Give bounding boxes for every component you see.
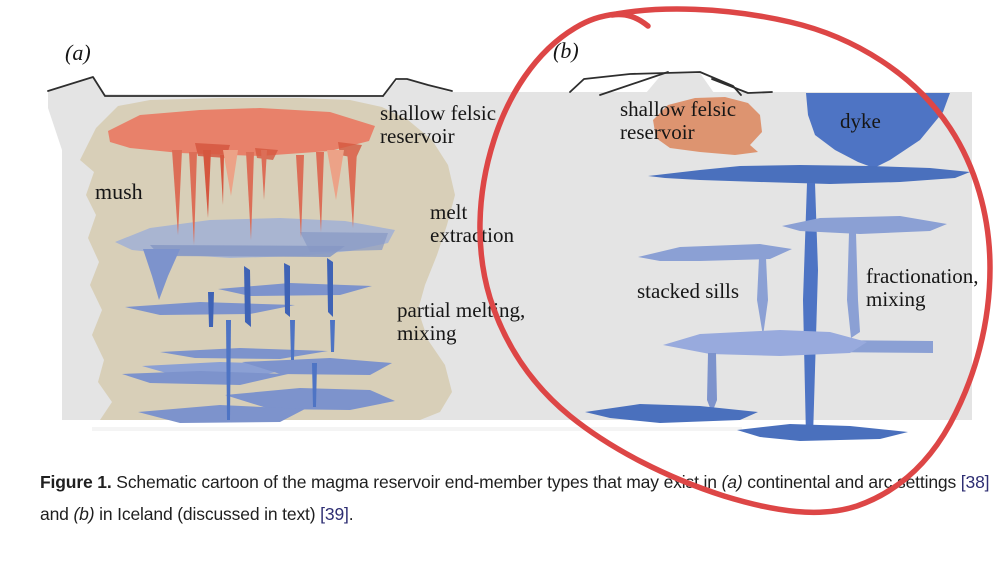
sill-shape (225, 388, 395, 410)
fractionation-label-line1: fractionation, (866, 264, 979, 288)
melt-extraction-label-line2: extraction (430, 223, 514, 247)
sill-shape (737, 424, 908, 441)
caption-panel-b-ref: (b) (73, 504, 95, 524)
panel-a-letter: (a) (65, 40, 91, 65)
felsic-drip (316, 152, 324, 232)
caption-line2: and (b) in Iceland (discussed in text) [… (40, 498, 1000, 530)
dyke-label: dyke (840, 109, 881, 133)
melt-extraction-sill-right-dark (300, 232, 388, 252)
caption-text: continental and arc settings (742, 472, 961, 492)
vertical-melt-lens (327, 258, 333, 317)
fractionation-label: fractionation,mixing (866, 265, 979, 311)
felsic-drip (220, 155, 224, 205)
felsic-drip (296, 155, 304, 238)
thin-feeder-dyke (312, 363, 317, 407)
reservoir-label-b-line1: shallow felsic (620, 97, 737, 121)
felsic-drip-light (327, 150, 344, 200)
sill-shape (218, 283, 372, 296)
sill-shape (160, 348, 328, 359)
panel-a-shapes (80, 98, 455, 423)
stacked-sills-label: stacked sills (637, 279, 740, 303)
sill-funnel-drip (143, 249, 180, 300)
panel-b-letter: (b) (553, 38, 579, 63)
caption-text: Schematic cartoon of the magma reservoir… (111, 472, 722, 492)
thin-feeder-dyke (330, 320, 335, 352)
citation-39-link[interactable]: [39] (320, 504, 349, 524)
caption-line1: Figure 1. Schematic cartoon of the magma… (40, 466, 1000, 498)
mush-region (80, 98, 455, 420)
caption-figure-label: Figure 1. (40, 472, 112, 492)
figure-shadow-line (92, 427, 742, 431)
figure-caption: Figure 1. Schematic cartoon of the magma… (40, 466, 1000, 530)
reservoir-label-b-line2: reservoir (620, 120, 695, 144)
citation-38-link[interactable]: [38] (960, 472, 990, 492)
melt-extraction-sill-dark-streak (150, 245, 345, 257)
felsic-drip (347, 150, 357, 228)
vertical-melt-lens (208, 292, 214, 327)
surface-line-panel-a (47, 76, 384, 97)
volcano-outline-a-right (382, 78, 453, 97)
caption-text: . (348, 504, 354, 524)
sill-shape (242, 358, 392, 375)
reservoir-label-a-line2: reservoir (380, 124, 455, 148)
felsic-drip (189, 152, 197, 245)
partial-melting-label-line2: mixing (397, 321, 457, 345)
caption-text: in Iceland (discussed in text) (94, 504, 321, 524)
mush-label: mush (95, 179, 143, 204)
thin-feeder-dyke (226, 320, 231, 420)
fractionation-label-line2: mixing (866, 287, 926, 311)
partial-melting-label: partial melting,mixing (397, 299, 525, 345)
vertical-melt-lens (284, 263, 290, 317)
partial-melting-label-line1: partial melting, (397, 298, 526, 322)
felsic-drip (203, 150, 211, 218)
felsic-drip-light (223, 150, 238, 196)
reservoir-label-a-line1: shallow felsic (380, 101, 497, 125)
shallow-felsic-reservoir-a (108, 108, 375, 156)
caption-panel-a-ref: (a) (721, 472, 743, 492)
felsic-drip (246, 152, 254, 240)
caption-text: and (40, 504, 74, 524)
vertical-melt-lens (244, 266, 251, 327)
sill-shape (122, 371, 288, 385)
felsic-drip (172, 150, 182, 235)
sill-shape (138, 405, 305, 423)
thin-feeder-dyke (290, 320, 295, 360)
melt-extraction-label-line1: melt (430, 200, 468, 224)
felsic-drip (261, 150, 267, 200)
